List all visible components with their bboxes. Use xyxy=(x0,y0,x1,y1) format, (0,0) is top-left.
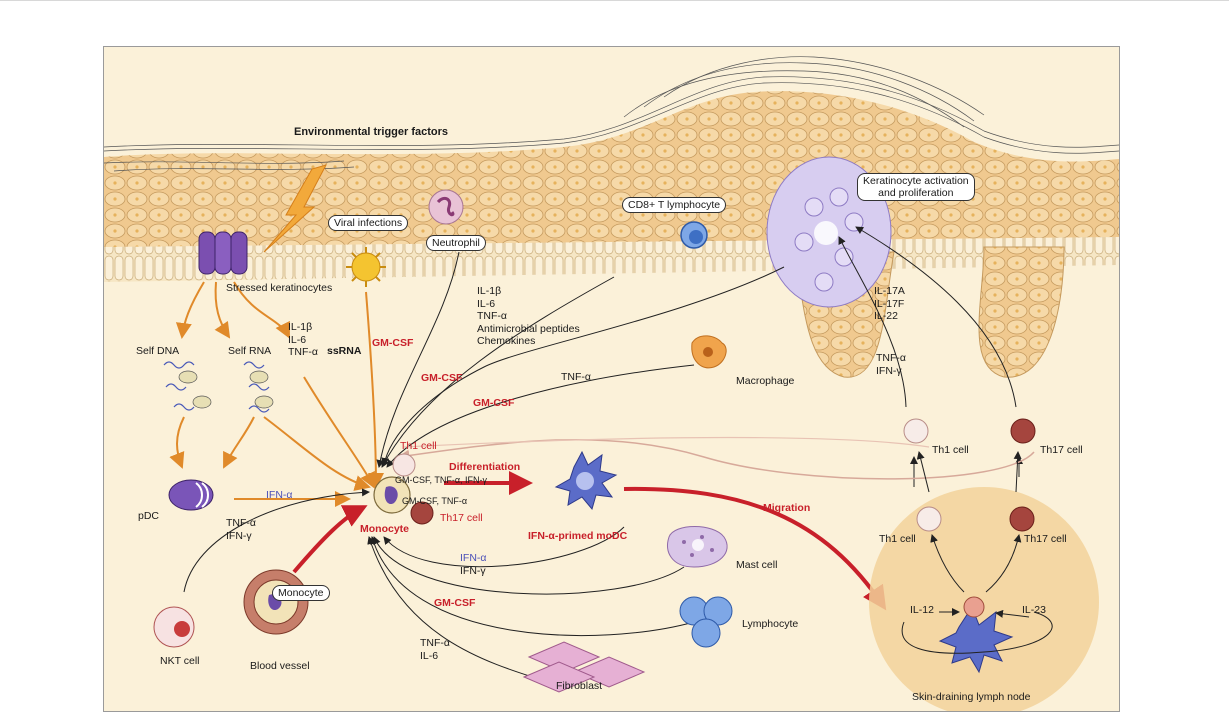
blood-vessel-icon xyxy=(243,569,309,635)
label-gm-tnf-ifn: GM-CSF, TNF-α, IFN-γ xyxy=(395,475,488,485)
factor-il1b: IL-1β xyxy=(477,285,502,297)
fibroblast-icon xyxy=(522,641,646,693)
label-th1-node: Th1 cell xyxy=(879,533,916,545)
stratum-corneum xyxy=(104,56,1119,172)
label-neutrophil-factors: IL-1β IL-6 TNF-α Antimicrobial peptides … xyxy=(477,285,580,348)
il-loop xyxy=(901,611,1053,654)
monocyte-icon xyxy=(373,453,434,525)
label-macrophage: Macrophage xyxy=(736,375,795,387)
il-17a: IL-17A xyxy=(874,285,905,297)
ll37-ovals xyxy=(178,370,274,409)
th17-return-arrow xyxy=(397,438,1035,480)
lightning-icon xyxy=(263,164,327,253)
factor-chemokines: Chemokines xyxy=(477,335,536,347)
th1-return-arrow xyxy=(403,436,930,448)
label-ifn-alpha-pdc: IFN-α xyxy=(266,489,293,501)
label-ifn-alpha-gamma: IFN-α IFN-γ xyxy=(460,552,486,577)
label-th17-monocyte: Th17 cell xyxy=(440,512,483,524)
label-tnf-macrophage: TNF-α xyxy=(561,371,591,383)
figure-frame: Environmental trigger factors Stressed k… xyxy=(103,46,1120,712)
label-il23: IL-23 xyxy=(1022,604,1046,616)
blood-monocyte-arrow xyxy=(292,505,368,574)
label-gm-tnf: GM-CSF, TNF-α xyxy=(402,496,468,506)
il-22: IL-22 xyxy=(874,310,898,322)
label-self-dna: Self DNA xyxy=(136,345,180,357)
label-migration: Migration xyxy=(763,502,811,514)
label-differentiation: Differentiation xyxy=(449,461,521,473)
label-stressed-keratinocytes: Stressed keratinocytes xyxy=(226,282,333,294)
label-tnf-ifn-dermis: TNF-α IFN-γ xyxy=(876,352,906,377)
label-lymph-node: Skin-draining lymph node xyxy=(912,691,1031,703)
label-lymphocyte: Lymphocyte xyxy=(742,618,799,630)
black-arrows-to-monocyte xyxy=(183,251,785,688)
cytokine-il1b: IL-1β xyxy=(288,321,313,333)
il-17f: IL-17F xyxy=(874,297,905,310)
label-ifn-primed-modc: IFN-α-primed moDC xyxy=(528,530,628,542)
label-cd8: CD8+ T lymphocyte xyxy=(622,197,727,213)
diagram-title: Environmental trigger factors xyxy=(294,126,449,138)
neutrophil-icon xyxy=(428,189,464,225)
label-nkt-cell: NKT cell xyxy=(160,655,200,667)
modc-icon xyxy=(554,450,618,511)
label-keratinocyte-activation-line2: and proliferation xyxy=(878,187,954,199)
label-pdc: pDC xyxy=(138,510,160,522)
black-arrows-to-keratinocytes xyxy=(838,226,1023,487)
stressed-keratinocytes-icon xyxy=(198,231,248,275)
label-gm-csf-2: GM-CSF xyxy=(421,372,463,384)
lymphocyte-icon xyxy=(679,596,733,648)
nucleic-acids xyxy=(163,361,270,413)
label-th1-dermis: Th1 cell xyxy=(932,444,969,456)
label-fibroblast: Fibroblast xyxy=(556,680,603,692)
label-keratinocyte-activation-line1: Keratinocyte activation xyxy=(863,175,969,187)
label-il12: IL-12 xyxy=(910,604,934,616)
label-tnf-ifn-nkt: TNF-α IFN-γ xyxy=(226,517,256,542)
virus-icon xyxy=(346,247,386,287)
rete-ridge-2 xyxy=(978,246,1065,378)
th1-cell-icon xyxy=(903,418,929,444)
label-ssrna: ssRNA xyxy=(327,345,362,357)
cytokine-il6: IL-6 xyxy=(288,333,307,346)
label-th17-dermis: Th17 cell xyxy=(1040,444,1083,456)
label-mast-cell: Mast cell xyxy=(736,559,778,571)
nkt-cell-icon xyxy=(153,606,195,648)
tnf-dermis: TNF-α xyxy=(876,352,906,364)
label-tnf-il6: TNF-α IL-6 xyxy=(420,637,450,662)
migration-arrow xyxy=(623,486,887,611)
ifn-dermis: IFN-γ xyxy=(876,364,902,377)
top-divider xyxy=(0,0,1229,1)
label-keratinocyte-cytokines: IL-1β IL-6 TNF-α xyxy=(288,321,318,359)
label-gm-csf-3: GM-CSF xyxy=(473,397,515,409)
lymph-node-arrows xyxy=(916,451,1030,618)
th17-cell-icon xyxy=(1010,418,1036,444)
tnf-nkt: TNF-α xyxy=(226,517,256,529)
lymph-node xyxy=(869,487,1099,711)
ifn-gamma-mast: IFN-γ xyxy=(460,564,486,577)
label-monocyte-vessel: Monocyte xyxy=(272,585,330,601)
factor-amp: Antimicrobial peptides xyxy=(477,322,580,335)
factor-il6: IL-6 xyxy=(477,297,496,310)
ifn-alpha-mast: IFN-α xyxy=(460,552,487,564)
label-il17: IL-17A IL-17F IL-22 xyxy=(874,285,905,323)
il6-fibroblast: IL-6 xyxy=(420,649,439,662)
orange-arrows xyxy=(169,281,384,507)
label-blood-vessel: Blood vessel xyxy=(250,660,310,672)
cytokine-tnfa: TNF-α xyxy=(288,346,318,358)
label-th1-monocyte: Th1 cell xyxy=(400,440,437,452)
label-neutrophil: Neutrophil xyxy=(426,235,486,251)
mast-cell-icon xyxy=(667,526,728,568)
diagram-artwork xyxy=(104,56,1119,711)
tnf-fibroblast: TNF-α xyxy=(420,637,450,649)
factor-tnfa: TNF-α xyxy=(477,310,507,322)
ifn-nkt: IFN-γ xyxy=(226,529,252,542)
label-monocyte: Monocyte xyxy=(360,523,410,535)
label-gm-csf-1: GM-CSF xyxy=(372,337,414,349)
label-th17-node: Th17 cell xyxy=(1024,533,1067,545)
label-viral-infections: Viral infections xyxy=(328,215,409,231)
label-self-rna: Self RNA xyxy=(228,345,272,357)
label-keratinocyte-activation: Keratinocyte activation and proliferatio… xyxy=(857,173,975,201)
label-gm-csf-4: GM-CSF xyxy=(434,597,476,609)
pdc-cell-icon xyxy=(168,479,214,511)
